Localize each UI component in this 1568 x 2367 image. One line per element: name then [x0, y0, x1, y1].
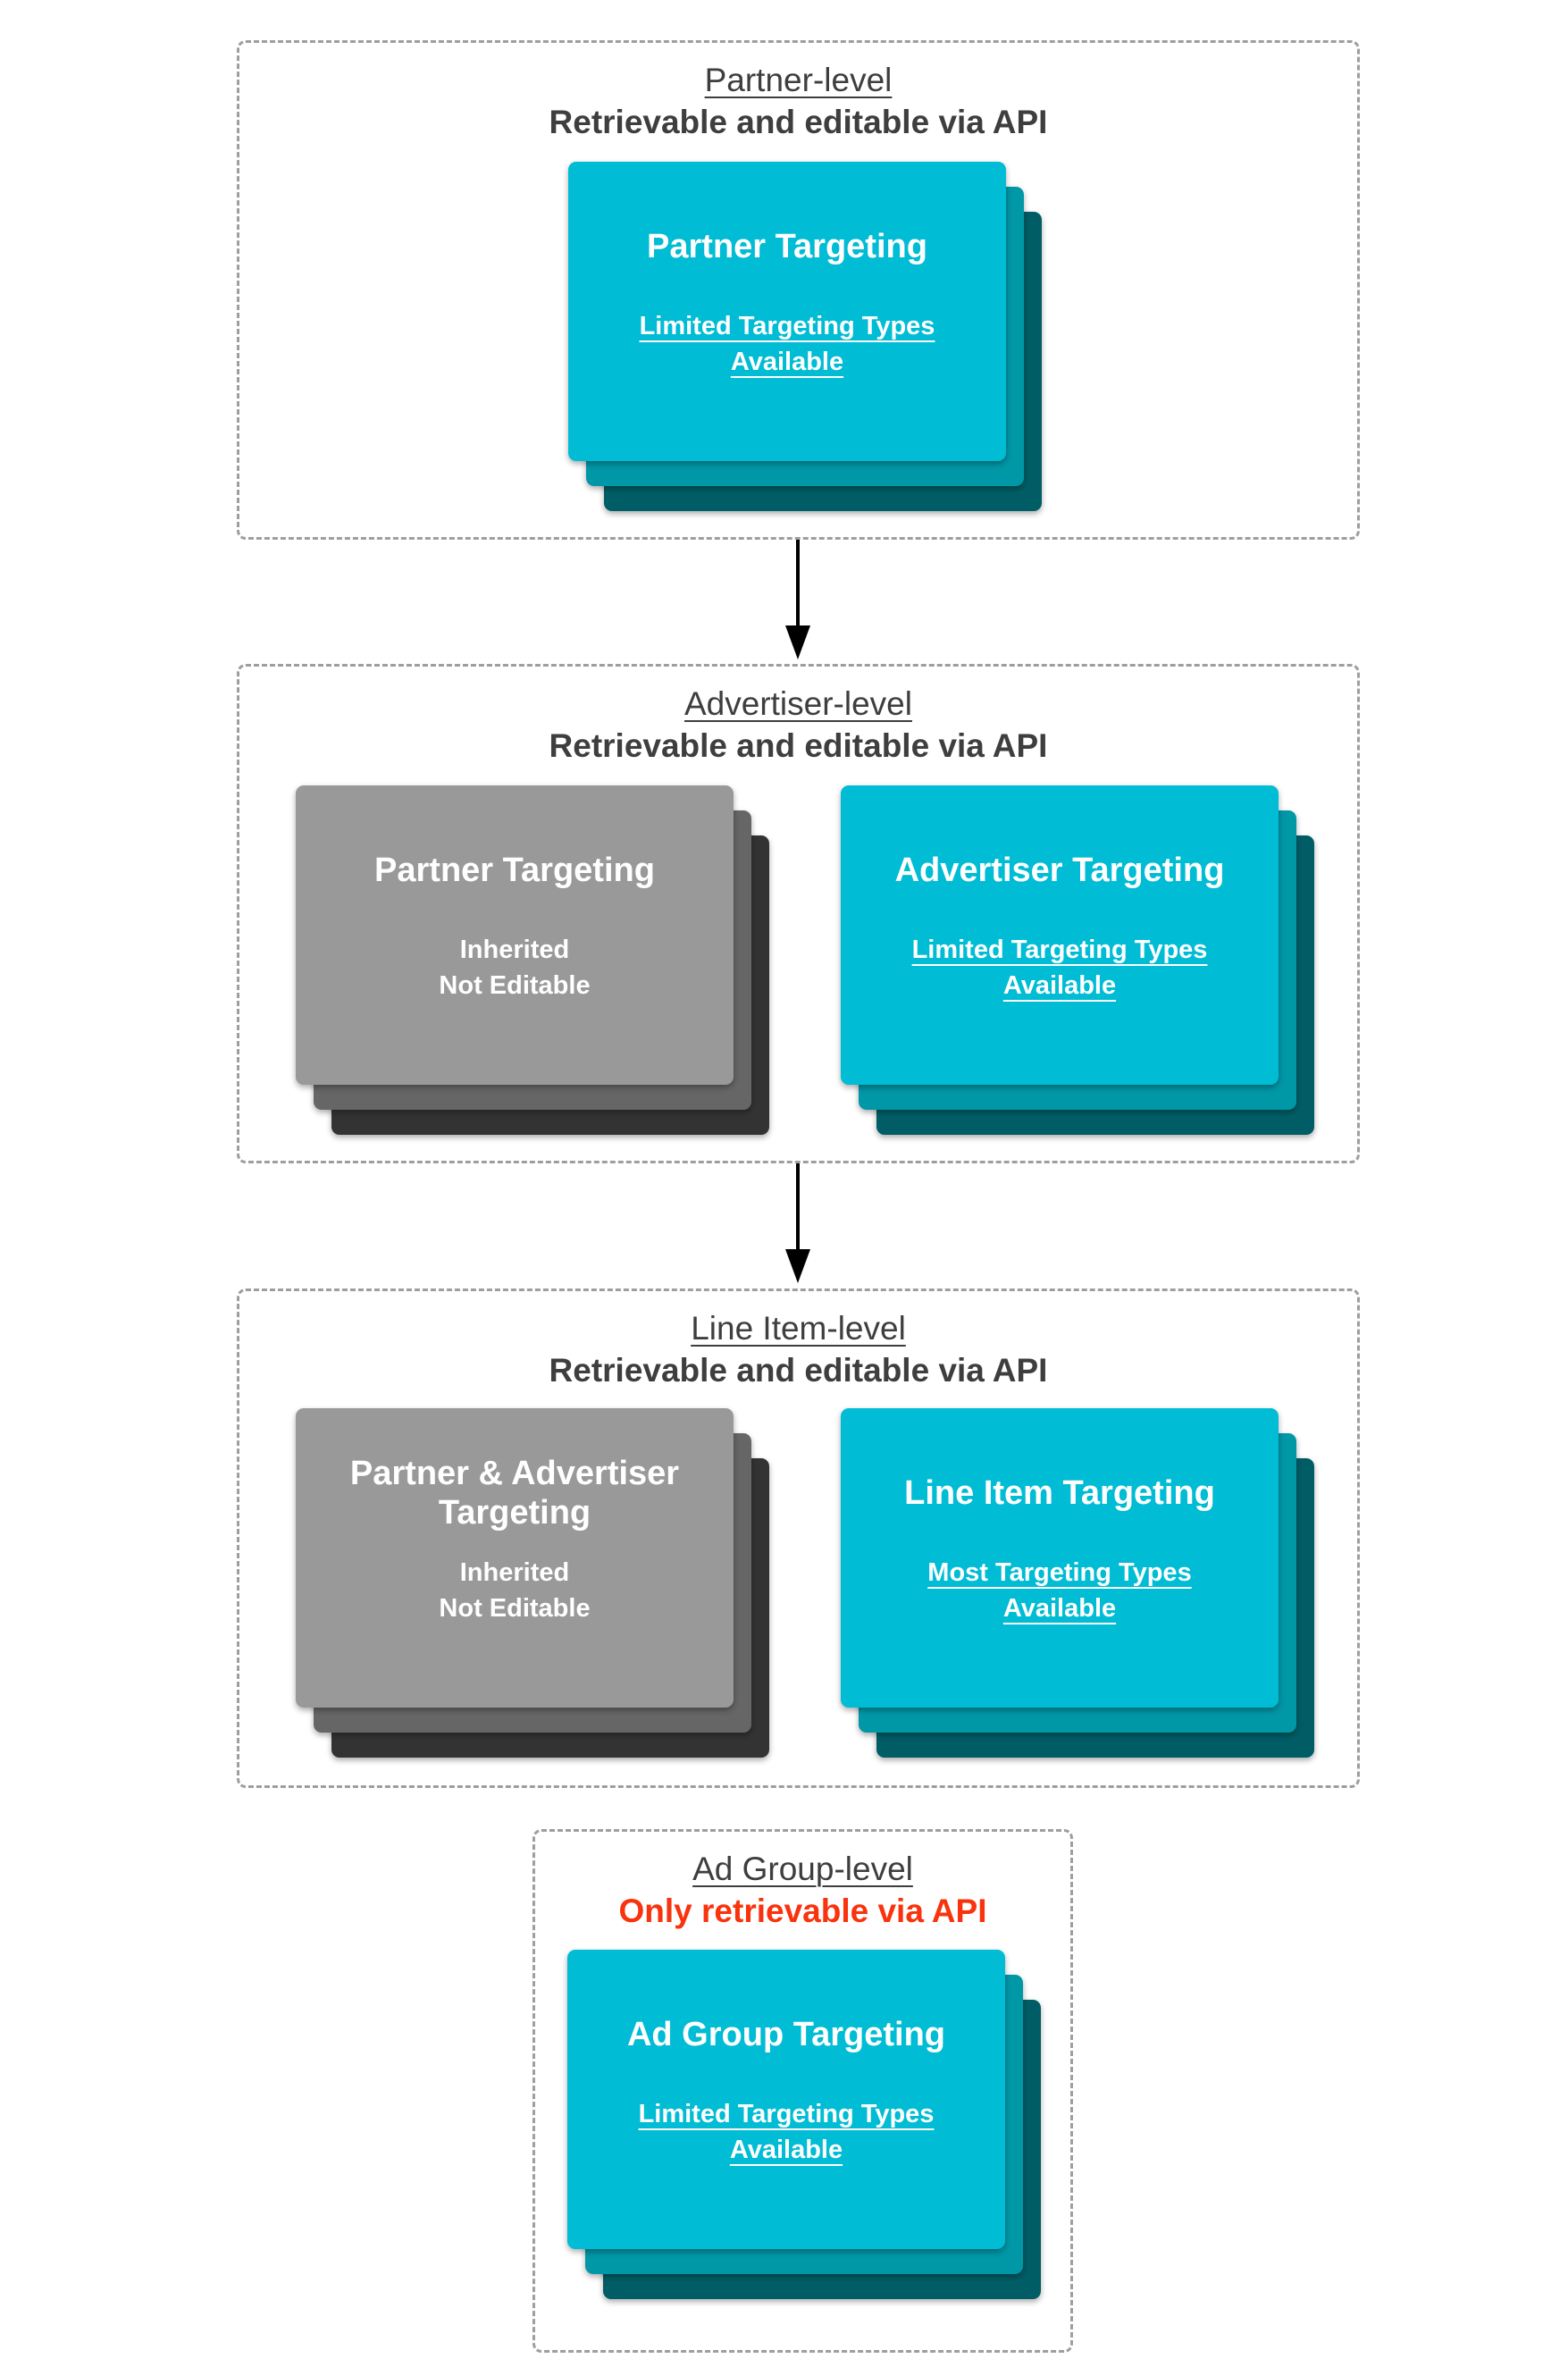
- section-title: Partner-level: [704, 62, 893, 98]
- section-header: Partner-level Retrievable and editable v…: [239, 59, 1357, 143]
- section-header: Advertiser-level Retrievable and editabl…: [239, 683, 1357, 767]
- card-body-line: Inherited: [459, 1558, 570, 1587]
- arrow-head-2: [785, 1249, 810, 1283]
- card-body: Inherited Not Editable: [439, 932, 590, 1003]
- card-body-line: Not Editable: [439, 971, 591, 1000]
- card-body-line: Available: [1002, 1594, 1117, 1623]
- card-front: Line Item Targeting Most Targeting Types…: [841, 1408, 1279, 1708]
- card-body-line: Not Editable: [439, 1594, 591, 1623]
- section-header: Ad Group-level Only retrievable via API: [535, 1848, 1070, 1932]
- card-inherited-partner-advertiser-targeting: Partner & Advertiser Targeting Inherited…: [296, 1408, 769, 1758]
- card-body-line: Inherited: [459, 936, 570, 964]
- card-ad-group-targeting: Ad Group Targeting Limited Targeting Typ…: [567, 1950, 1041, 2299]
- card-body: Limited Targeting Types Available: [639, 2096, 935, 2168]
- section-partner-level: Partner-level Retrievable and editable v…: [237, 40, 1360, 540]
- arrow-head-1: [785, 625, 810, 659]
- card-title: Advertiser Targeting: [894, 852, 1225, 890]
- card-title: Partner Targeting: [647, 228, 927, 266]
- card-title: Partner Targeting: [374, 852, 655, 890]
- section-line-item-level: Line Item-level Retrievable and editable…: [237, 1288, 1360, 1788]
- card-body: Limited Targeting Types Available: [912, 932, 1208, 1003]
- card-body-line: Limited Targeting Types: [639, 312, 935, 340]
- section-subtitle: Retrievable and editable via API: [549, 1352, 1048, 1389]
- card-body-line: Available: [1002, 971, 1117, 1000]
- section-ad-group-level: Ad Group-level Only retrievable via API: [532, 1829, 1073, 2353]
- section-title: Ad Group-level: [692, 1851, 913, 1887]
- card-body: Limited Targeting Types Available: [640, 308, 935, 380]
- card-title: Partner & Advertiser Targeting: [349, 1455, 680, 1532]
- card-title: Ad Group Targeting: [626, 2016, 946, 2054]
- card-line-item-targeting: Line Item Targeting Most Targeting Types…: [841, 1408, 1314, 1758]
- section-subtitle: Only retrievable via API: [618, 1893, 987, 1929]
- arrow-line-1: [796, 540, 800, 629]
- section-title: Advertiser-level: [684, 685, 912, 722]
- card-front: Partner Targeting Limited Targeting Type…: [568, 162, 1006, 461]
- card-body-line: Limited Targeting Types: [911, 936, 1208, 964]
- card-body: Most Targeting Types Available: [927, 1555, 1191, 1626]
- section-title: Line Item-level: [691, 1310, 906, 1347]
- card-body-line: Available: [730, 348, 844, 376]
- card-body-line: Limited Targeting Types: [638, 2100, 935, 2128]
- card-title: Line Item Targeting: [904, 1474, 1215, 1513]
- section-header: Line Item-level Retrievable and editable…: [239, 1307, 1357, 1391]
- card-partner-targeting: Partner Targeting Limited Targeting Type…: [568, 162, 1042, 511]
- card-body-line: Most Targeting Types: [927, 1558, 1192, 1587]
- section-advertiser-level: Advertiser-level Retrievable and editabl…: [237, 664, 1360, 1163]
- card-front: Partner & Advertiser Targeting Inherited…: [296, 1408, 734, 1708]
- card-front: Advertiser Targeting Limited Targeting T…: [841, 785, 1279, 1085]
- section-subtitle: Retrievable and editable via API: [549, 727, 1048, 764]
- arrow-line-2: [796, 1163, 800, 1253]
- card-body-line: Available: [729, 2136, 843, 2164]
- section-subtitle: Retrievable and editable via API: [549, 104, 1048, 140]
- card-advertiser-targeting: Advertiser Targeting Limited Targeting T…: [841, 785, 1314, 1135]
- card-front: Ad Group Targeting Limited Targeting Typ…: [567, 1950, 1005, 2249]
- card-body: Inherited Not Editable: [439, 1555, 590, 1626]
- card-inherited-partner-targeting: Partner Targeting Inherited Not Editable: [296, 785, 769, 1135]
- card-front: Partner Targeting Inherited Not Editable: [296, 785, 734, 1085]
